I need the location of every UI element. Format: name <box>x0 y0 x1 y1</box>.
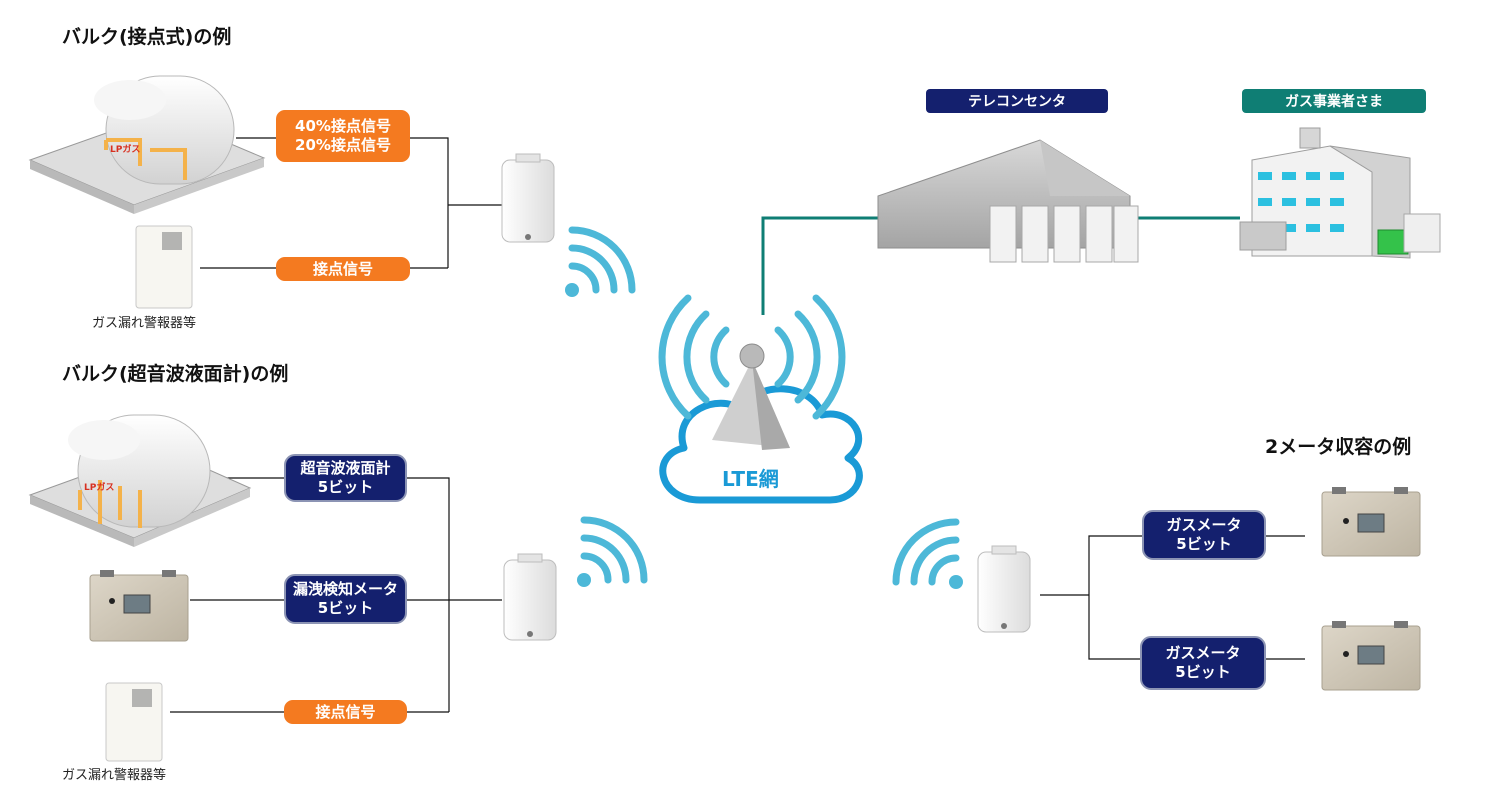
lp-gas-tank-2: LPガス <box>28 414 252 547</box>
section-title-two-meter: 2メータ収容の例 <box>1265 436 1412 458</box>
label-gas-meter-2-bits: 5ビット <box>1175 663 1231 681</box>
label-ultrasonic-bits: 5ビット <box>317 478 374 496</box>
caption-gas-alarm-1: ガス漏れ警報器等 <box>92 316 197 331</box>
tower-waves <box>658 294 846 420</box>
wireless-waves-1 <box>565 226 636 297</box>
comm-device-1 <box>501 153 555 243</box>
label-contact-signal-1: 接点信号 <box>276 257 410 281</box>
gas-meter-left <box>89 570 189 642</box>
label-contact-signal-2-text: 接点信号 <box>315 702 376 721</box>
antenna-tower-icon <box>712 343 790 450</box>
label-gas-meter-1: ガスメータ 5ビット <box>1142 510 1266 560</box>
label-ultrasonic: 超音波液面計 5ビット <box>284 454 407 502</box>
comm-device-2 <box>503 553 557 641</box>
label-gas-meter-1-name: ガスメータ <box>1166 516 1242 534</box>
gas-meter-right-1 <box>1321 487 1421 557</box>
label-40-contact: 40%接点信号 <box>295 117 391 135</box>
label-leak-meter-name: 漏洩検知メータ <box>292 580 398 598</box>
svg-text:LPガス: LPガス <box>84 481 114 493</box>
gas-meter-right-2 <box>1321 621 1421 691</box>
label-gas-meter-1-bits: 5ビット <box>1176 535 1232 553</box>
wireless-waves-2 <box>577 516 648 587</box>
tag-telecon-center: テレコンセンタ <box>926 89 1108 113</box>
lte-network-label: LTE網 <box>722 467 779 491</box>
label-leak-meter: 漏洩検知メータ 5ビット <box>284 574 407 624</box>
gas-alarm-1 <box>135 225 193 309</box>
label-contact-signal-1-text: 接点信号 <box>312 259 373 278</box>
label-20-contact: 20%接点信号 <box>295 136 391 154</box>
backbone-line <box>761 216 1240 315</box>
section-title-bulk-ultrasonic: バルク(超音波液面計)の例 <box>62 363 289 385</box>
label-leak-meter-bits: 5ビット <box>317 599 374 617</box>
label-contact-levels: 40%接点信号 20%接点信号 <box>276 110 410 162</box>
label-ultrasonic-name: 超音波液面計 <box>300 459 391 477</box>
connection-lines <box>170 137 1305 713</box>
lp-gas-tank-1: LPガス <box>28 75 266 214</box>
section-title-bulk-contact: バルク(接点式)の例 <box>62 26 232 48</box>
label-gas-meter-2-name: ガスメータ <box>1165 644 1241 662</box>
label-contact-signal-2: 接点信号 <box>284 700 407 724</box>
label-gas-meter-2: ガスメータ 5ビット <box>1140 636 1266 690</box>
telecon-center-building <box>877 139 1139 263</box>
comm-device-3 <box>977 545 1031 633</box>
tag-gas-company: ガス事業者さま <box>1242 89 1426 113</box>
gas-alarm-2 <box>105 682 163 762</box>
caption-gas-alarm-2: ガス漏れ警報器等 <box>62 768 167 783</box>
gas-company-building <box>1239 127 1441 259</box>
wireless-waves-3 <box>892 518 963 589</box>
svg-text:LPガス: LPガス <box>110 143 140 155</box>
